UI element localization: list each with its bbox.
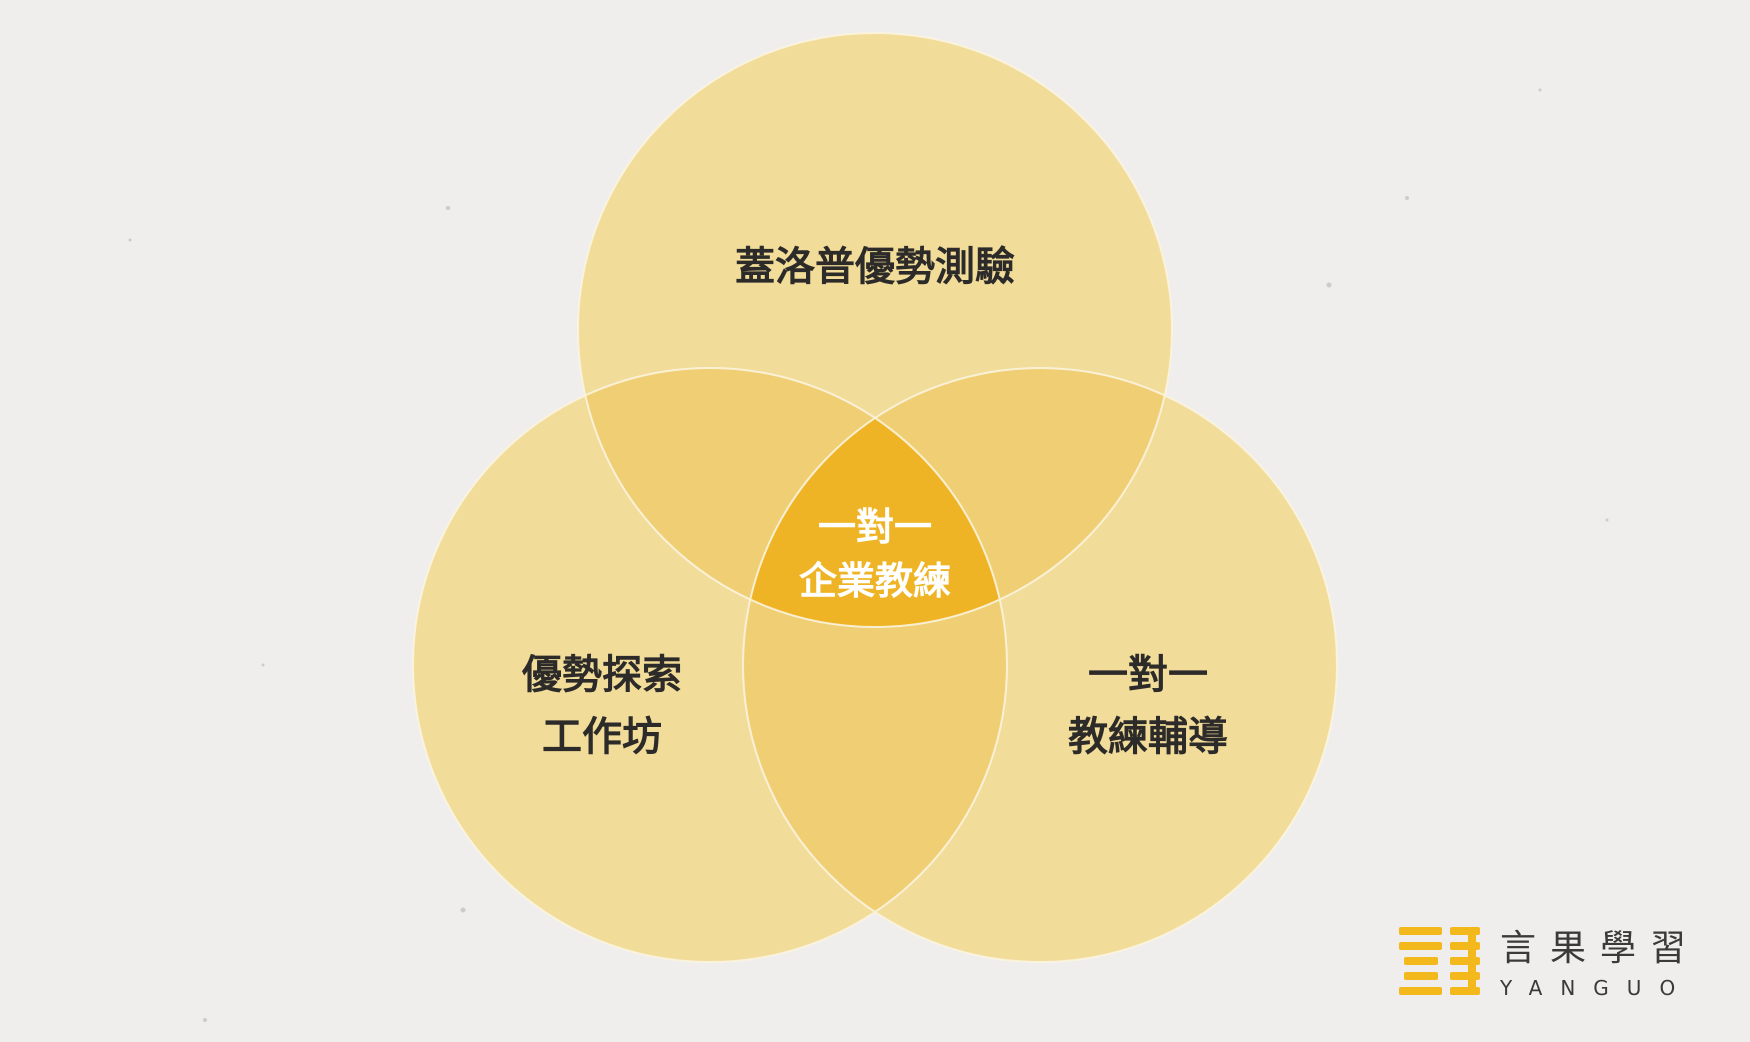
center-label-line1: 一對一 (818, 505, 932, 549)
brand-name-cn: 言果學習 (1500, 928, 1700, 969)
circle-top-label: 蓋洛普優勢測驗 (735, 244, 1015, 290)
center-label-line2: 企業教練 (799, 559, 951, 603)
venn-outlines (412, 32, 1338, 963)
paper-texture (128, 88, 1609, 1022)
yanguo-logo: 言果學習 YANGUO (1399, 927, 1700, 1000)
circle-right-label-line1: 一對一 (1088, 652, 1208, 698)
circle-left-label-line2: 工作坊 (542, 714, 662, 760)
circle-right-label-line2: 教練輔導 (1068, 714, 1228, 760)
brand-name-en: YANGUO (1499, 976, 1693, 1000)
yanguo-logo-mark-icon (1399, 927, 1480, 995)
circle-left-label-line1: 優勢探索 (521, 652, 682, 698)
overlap-center (743, 368, 1007, 627)
